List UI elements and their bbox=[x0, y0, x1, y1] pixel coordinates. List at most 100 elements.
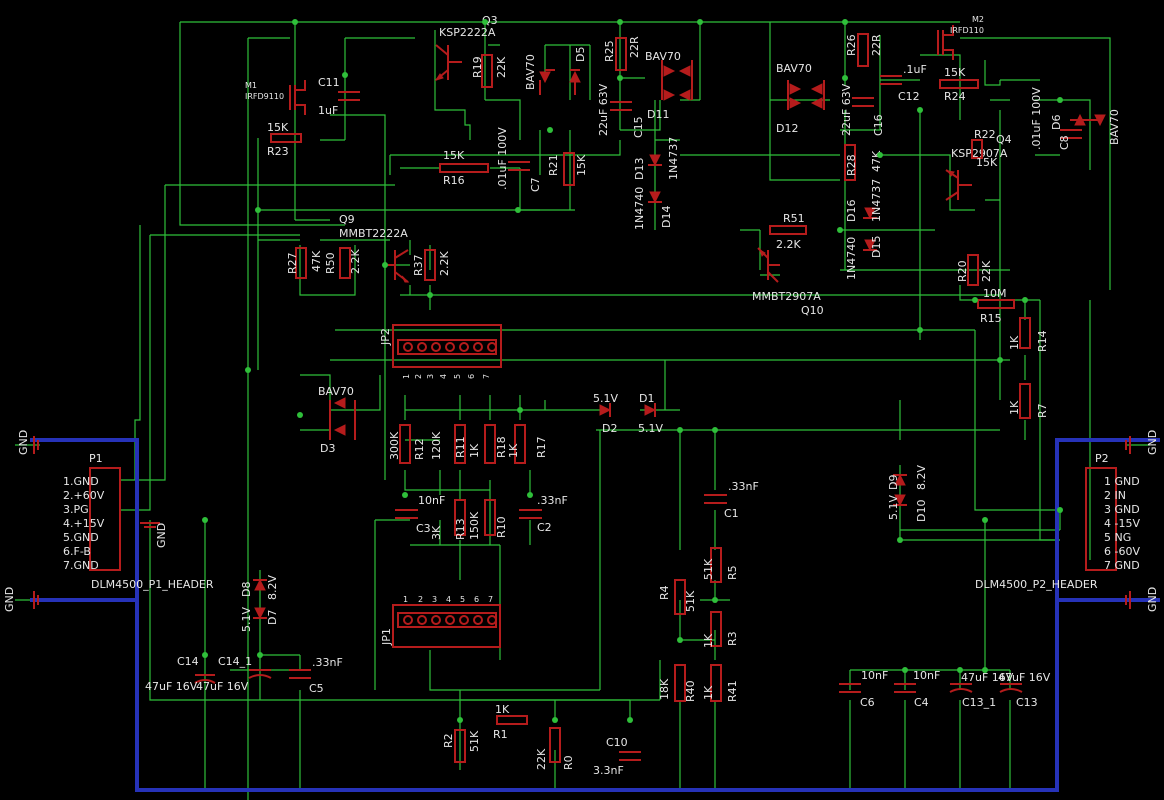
d14-ref: D14 bbox=[660, 206, 673, 228]
r37-ref: R37 bbox=[412, 254, 425, 276]
c11-ref: C11 bbox=[318, 76, 340, 89]
r12-value: 300K bbox=[388, 431, 401, 460]
c2-value: .33nF bbox=[537, 494, 568, 507]
c16-ref: C16 bbox=[872, 114, 885, 136]
r11-ref: R11 bbox=[454, 436, 467, 458]
d3-value: BAV70 bbox=[318, 385, 354, 398]
r51-value: 2.2K bbox=[776, 238, 801, 251]
header-p1-pin: 2.+60V bbox=[63, 489, 105, 502]
r22-value: 15K bbox=[976, 156, 998, 169]
d13-value: 1N4737 bbox=[667, 137, 680, 180]
r28-ref: R28 bbox=[845, 154, 858, 176]
d7-ref: D7 bbox=[266, 610, 279, 625]
jp2-ref: JP2 bbox=[379, 328, 392, 346]
resistor-r23: 15K R23 bbox=[267, 121, 302, 158]
r0-value: 22K bbox=[535, 748, 548, 770]
r19-value: 22K bbox=[495, 56, 508, 78]
gnd-label: GND bbox=[1146, 587, 1159, 612]
header-p2-pin: 6 -60V bbox=[1104, 545, 1140, 558]
d11-ref: D11 bbox=[647, 108, 669, 121]
diode-d8: D8 8.2V bbox=[240, 575, 279, 600]
header-p2-pin: 1 GND bbox=[1104, 475, 1140, 488]
r0-ref: R0 bbox=[562, 755, 575, 770]
diode-d14: 1N4740 D14 bbox=[633, 187, 673, 230]
resistor-layer: 15K R23 R19 22K R25 22R R26 22R 15K R24 … bbox=[267, 33, 1049, 770]
c3-ref: C3 bbox=[416, 522, 431, 535]
resistor-r11: 120K R11 bbox=[430, 424, 467, 464]
r17-ref: R17 bbox=[535, 436, 548, 458]
r51-ref: R51 bbox=[783, 212, 805, 225]
capacitor-c3: 10nF C3 bbox=[395, 494, 445, 535]
jp1-pin-number: 6 bbox=[474, 595, 479, 604]
jp1-ref: JP1 bbox=[380, 628, 393, 646]
r7-value: 1K bbox=[1008, 400, 1021, 415]
r40-ref: R40 bbox=[684, 680, 697, 702]
d11-value: BAV70 bbox=[645, 50, 681, 63]
r22-ref: R22 bbox=[974, 128, 996, 141]
d12-value: BAV70 bbox=[776, 62, 812, 75]
r37-value: 2.2K bbox=[438, 251, 451, 276]
d10-ref: D10 bbox=[915, 500, 928, 522]
diode-d11: BAV70 D11 bbox=[645, 50, 693, 121]
diode-layer: BAV70 D5 BAV70 D11 BAV70 D12 D6 BAV70 BA… bbox=[240, 47, 1121, 632]
c7-value: .01uF 100V bbox=[496, 127, 509, 190]
capacitor-c8: .01uF 100V C8 bbox=[1030, 87, 1082, 150]
c6-ref: C6 bbox=[860, 696, 875, 709]
c10-ref: C10 bbox=[606, 736, 628, 749]
d15-value: 1N4740 bbox=[845, 237, 858, 280]
resistor-r7: 1K R7 bbox=[1008, 383, 1049, 419]
jp2-pin-number: 5 bbox=[453, 374, 462, 379]
c8-value: .01uF 100V bbox=[1030, 87, 1043, 150]
r21-value: 15K bbox=[575, 154, 588, 176]
resistor-r5: 51K R5 bbox=[702, 547, 739, 583]
d2-ref: D2 bbox=[602, 422, 617, 435]
c5-ref: C5 bbox=[309, 682, 324, 695]
r19-ref: R19 bbox=[471, 56, 484, 78]
r10-ref: R10 bbox=[495, 516, 508, 538]
diode-d3: BAV70 D3 bbox=[318, 385, 356, 455]
jp2-pin-number: 3 bbox=[426, 374, 435, 379]
jp2-pin-number: 2 bbox=[414, 374, 423, 379]
resistor-r1: 1K R1 bbox=[493, 703, 528, 741]
r50-ref: R50 bbox=[324, 252, 337, 274]
header-p1-pin: 3.PG bbox=[63, 503, 89, 516]
r21-ref: R21 bbox=[547, 154, 560, 176]
d8-value: 8.2V bbox=[266, 575, 279, 600]
capacitor-c14: C14 47uF 16V bbox=[145, 655, 216, 693]
c14-value: 47uF 16V bbox=[145, 680, 198, 693]
diode-d10: 5.1V D10 bbox=[887, 494, 928, 522]
resistor-r28: R28 47K bbox=[844, 144, 883, 181]
r18-value: 1K bbox=[468, 443, 481, 458]
c13_1-value: 47uF 16V bbox=[961, 671, 1014, 684]
resistor-r20: R20 22K bbox=[956, 254, 993, 286]
header-p2-pin: 3 GND bbox=[1104, 503, 1140, 516]
jp1-pin-number: 1 bbox=[403, 595, 408, 604]
jp2-pin-number: 4 bbox=[439, 374, 448, 379]
ground-symbol bbox=[140, 522, 160, 528]
r26-ref: R26 bbox=[845, 34, 858, 56]
transistor-q10: MMBT2907A Q10 bbox=[752, 247, 824, 317]
transistor-q3: Q3 KSP2222A bbox=[434, 14, 498, 81]
c4-ref: C4 bbox=[914, 696, 929, 709]
gnd-label: GND bbox=[155, 523, 168, 548]
r40-value: 18K bbox=[658, 678, 671, 700]
diode-d13: D13 1N4737 bbox=[633, 137, 680, 180]
r11-value: 120K bbox=[430, 431, 443, 460]
resistor-r17: 1K R17 bbox=[507, 424, 548, 464]
resistor-r12: 300K R12 bbox=[388, 424, 426, 464]
resistor-r4: R4 51K bbox=[658, 579, 697, 615]
q9-part: MMBT2222A bbox=[339, 227, 408, 240]
header-p1-title: DLM4500_P1_HEADER bbox=[91, 578, 214, 591]
d12-ref: D12 bbox=[776, 122, 798, 135]
r1-value: 1K bbox=[495, 703, 510, 716]
r24-value: 15K bbox=[944, 66, 966, 79]
r14-value: 1K bbox=[1008, 335, 1021, 350]
jp2-pin-number: 1 bbox=[402, 374, 411, 379]
r23-value: 15K bbox=[267, 121, 289, 134]
capacitor-c15: 22uF 63V C15 bbox=[597, 83, 645, 138]
gnd-label: GND bbox=[3, 587, 16, 612]
resistor-r0: 22K R0 bbox=[535, 727, 575, 770]
capacitor-c13_1: 47uF 16V C13_1 bbox=[949, 671, 1014, 709]
d13-ref: D13 bbox=[633, 158, 646, 180]
